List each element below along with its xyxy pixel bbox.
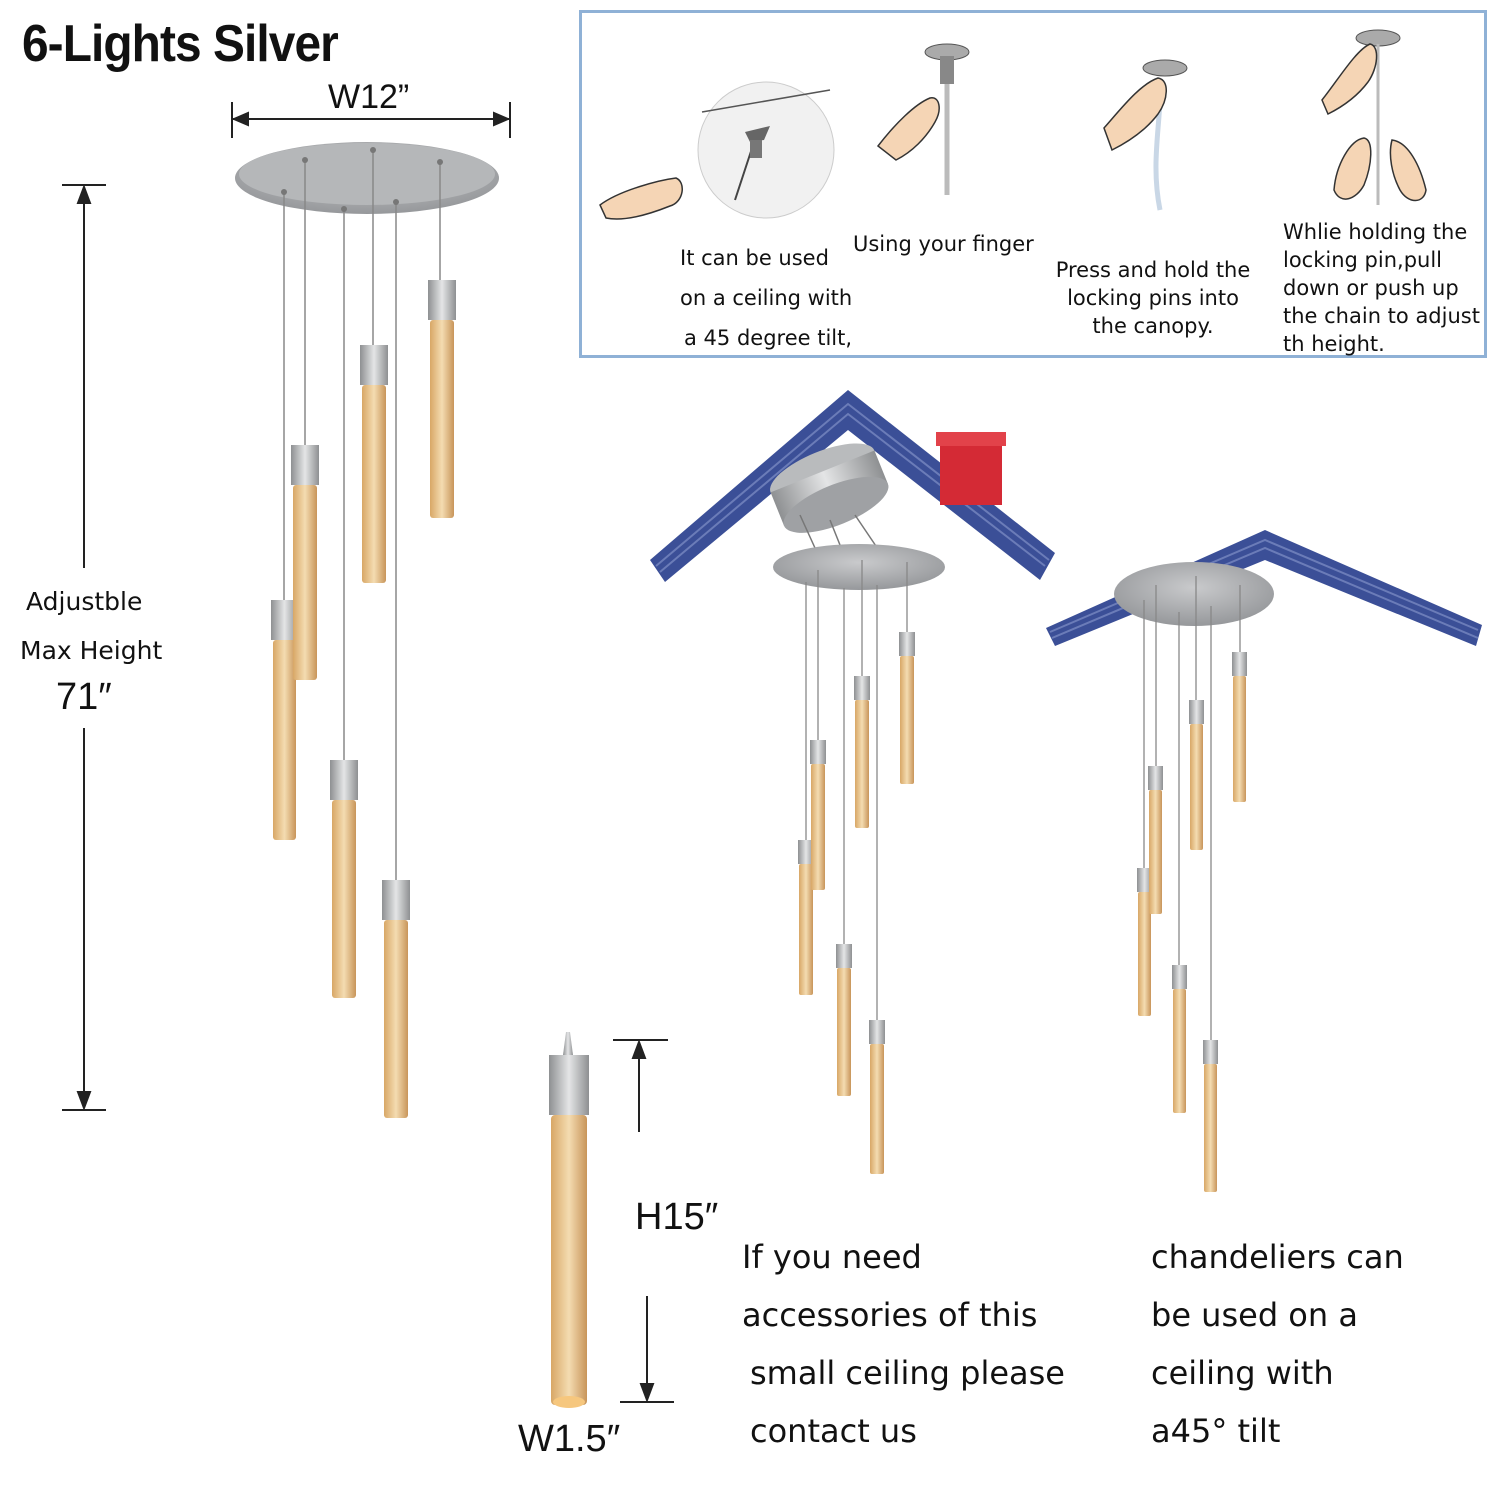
height-label-line2: Max Height [20, 636, 163, 665]
product-title: 6-Lights Silver [22, 15, 339, 73]
step-2-caption: Using your finger [853, 232, 1034, 256]
height-label-line1: Adjustble [26, 587, 143, 616]
hold-locking-pin-icon [1103, 59, 1188, 211]
pendant-rod [330, 760, 358, 998]
adjust-chain-icon [1321, 29, 1427, 205]
tilted-ceiling-illustration [650, 390, 1055, 1174]
tilt-note: chandeliers can be used on a ceiling wit… [1151, 1238, 1404, 1450]
pendant-rod [382, 880, 410, 1118]
width-label: W12” [328, 78, 410, 116]
installation-instructions-panel [579, 10, 1487, 358]
step-1-caption: It can be used on a ceiling with a 45 de… [680, 246, 853, 350]
tilt-detail-icon [697, 81, 835, 219]
height-value: 71″ [56, 676, 112, 718]
height-dimension-arrow [62, 184, 106, 1111]
single-pendant-detail [549, 1032, 589, 1408]
pendant-width-label: W1.5″ [518, 1418, 621, 1460]
pendant-height-label: H15″ [635, 1196, 719, 1238]
pendant-rod [360, 345, 388, 583]
finger-icon [599, 177, 683, 220]
step-3-caption: Press and hold the locking pins into the… [1055, 258, 1251, 338]
main-chandelier [235, 142, 499, 1118]
width-dimension-arrow [231, 102, 511, 138]
pendant-rod [291, 445, 319, 680]
finger-press-icon [876, 43, 970, 195]
accessories-note: If you need accessories of this small ce… [742, 1238, 1065, 1450]
pendant-rod [428, 280, 456, 518]
step-4-caption: Whlie holding the locking pin,pull down … [1283, 220, 1480, 356]
pendant-height-arrow [613, 1039, 674, 1403]
second-ceiling-illustration [1046, 530, 1482, 1192]
